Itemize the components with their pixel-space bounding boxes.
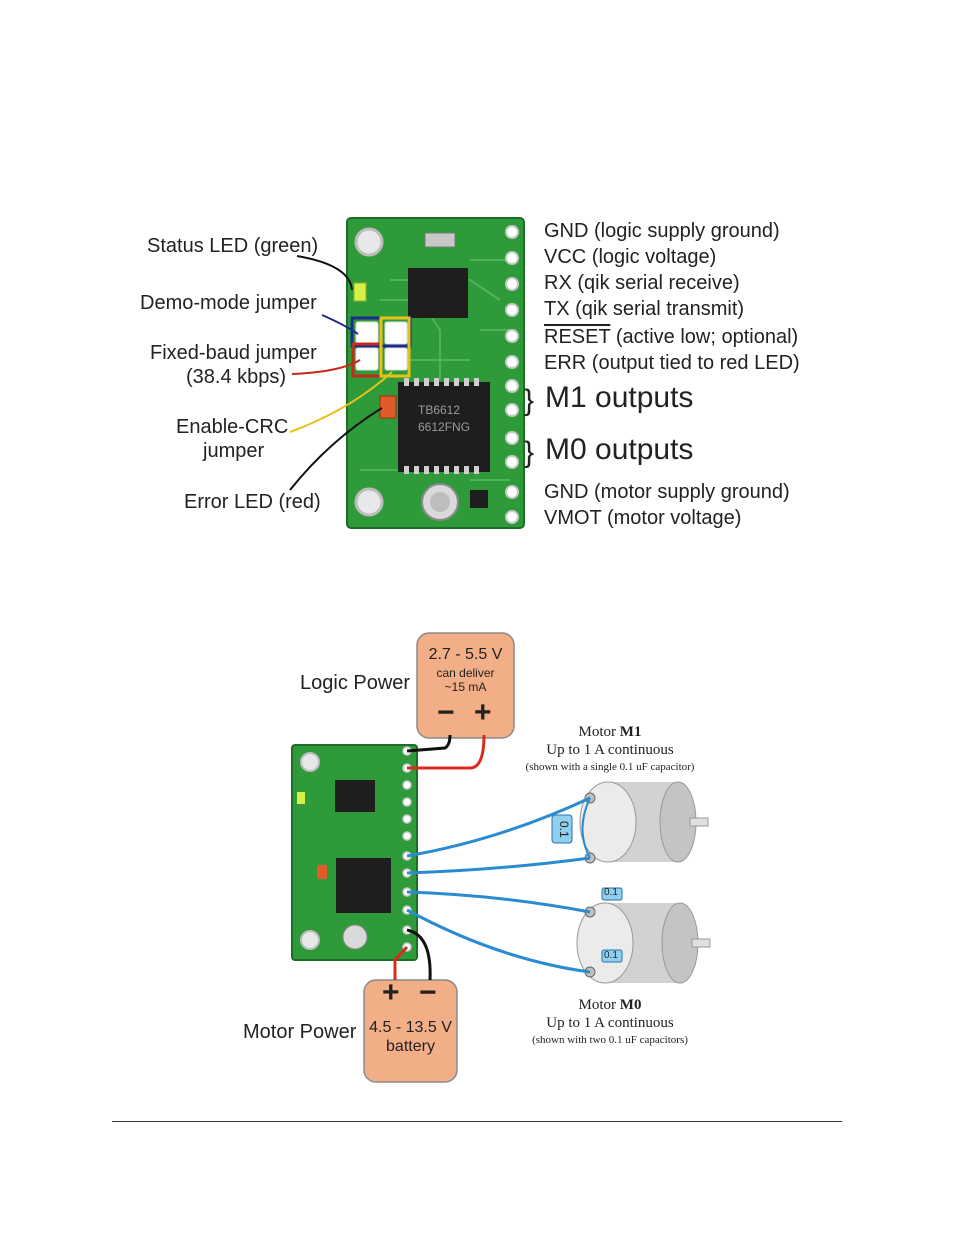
motor-power-label: Motor Power <box>243 1021 357 1043</box>
enable-crc-sublabel: jumper <box>203 440 265 462</box>
m0-cap1-label: 0.1 <box>604 887 618 898</box>
wiring-diagram <box>291 632 711 1083</box>
motor-m1-title: Motor M1 <box>500 724 720 741</box>
motor-power-box <box>363 979 458 1083</box>
logic-voltage: 2.7 - 5.5 V <box>428 646 503 663</box>
m1-cap-text: 0.1 <box>557 821 571 838</box>
fixed-baud-label: Fixed-baud jumper <box>150 342 317 364</box>
motor-m0-line2: Up to 1 A continuous <box>546 1015 674 1031</box>
error-led-label: Error LED (red) <box>184 491 321 513</box>
motor-m0-title: Motor M0 <box>500 997 720 1014</box>
logic-line2: can deliver <box>436 666 495 680</box>
pcb-board <box>346 217 525 529</box>
pin-gnd-motor-label: GND (motor supply ground) <box>544 481 790 503</box>
logic-power-label: Logic Power <box>300 672 411 694</box>
motor-m0-title-bold: M0 <box>619 997 642 1013</box>
m0-cap2-label: 0.1 <box>604 950 618 961</box>
motor-m0-line3: (shown with two 0.1 uF capacitors) <box>532 1034 688 1046</box>
logic-power-box <box>416 632 515 739</box>
board-photo-illustration: TB6612 6612FNG } } <box>289 217 534 529</box>
pin-gnd-label: GND (logic supply ground) <box>544 220 780 242</box>
pin-vcc-label: VCC (logic voltage) <box>544 246 717 268</box>
motor-plus: + <box>382 976 400 1009</box>
pin-tx-label: TX (qik serial transmit) <box>544 298 745 320</box>
reset-desc: (active low; optional) <box>610 326 799 348</box>
motor-m1-title-bold: M1 <box>619 724 642 740</box>
logic-plus: + <box>474 696 492 729</box>
enable-crc-label: Enable-CRC <box>176 416 289 438</box>
motor-minus: − <box>419 976 437 1009</box>
pin-vmot-label: VMOT (motor voltage) <box>544 507 742 529</box>
pin-err-label: ERR (output tied to red LED) <box>544 352 800 374</box>
m1-cap-label: 0.1 <box>539 821 571 840</box>
m1-outputs-label: M1 outputs <box>545 381 694 414</box>
reset-name: RESET <box>544 326 611 348</box>
fixed-baud-sublabel: (38.4 kbps) <box>186 366 287 388</box>
chip-marking-1: TB6612 <box>418 403 460 417</box>
motor-m1-graphic <box>551 781 709 864</box>
status-led-label: Status LED (green) <box>147 235 319 257</box>
pin-rx-label: RX (qik serial receive) <box>544 272 740 294</box>
svg-text:}: } <box>524 384 534 417</box>
motor-m1-line2: Up to 1 A continuous <box>546 742 674 758</box>
demo-mode-label: Demo-mode jumper <box>140 292 317 314</box>
motor-m1-title-prefix: Motor <box>578 724 620 740</box>
motor-m0-title-prefix: Motor <box>578 997 620 1013</box>
chip-marking-2: 6612FNG <box>418 420 470 434</box>
crc-jumper-box <box>379 316 411 378</box>
page-divider <box>112 1121 842 1122</box>
motor-m1-line3: (shown with a single 0.1 uF capacitor) <box>525 761 695 773</box>
svg-text:}: } <box>524 436 534 469</box>
pin-reset-label: RESET (active low; optional) <box>544 326 798 349</box>
motor-m0-graphic <box>576 887 711 984</box>
logic-line3: ~15 mA <box>444 680 487 694</box>
logic-minus: − <box>437 696 455 729</box>
motor-voltage: 4.5 - 13.5 V <box>369 1019 452 1036</box>
m0-outputs-label: M0 outputs <box>545 433 694 466</box>
motor-line2: battery <box>386 1038 435 1055</box>
